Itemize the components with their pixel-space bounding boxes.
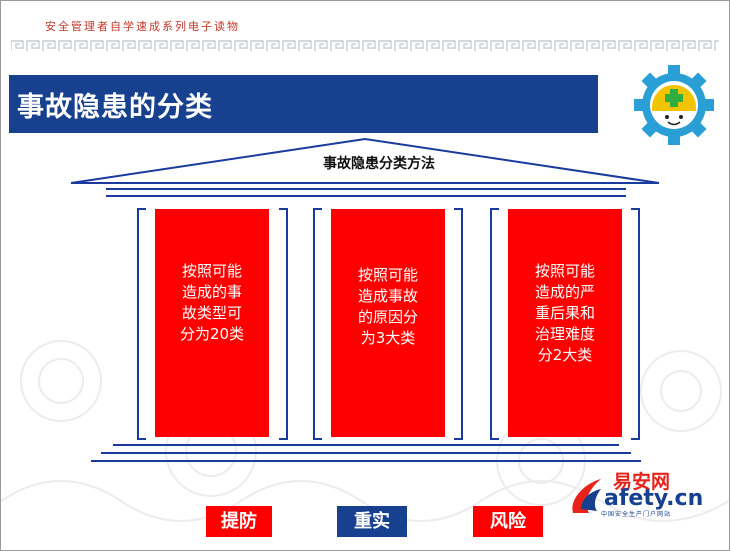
- pillar-accident-cause: 按照可能造成事故的原因分为3大类: [331, 209, 445, 437]
- pillar-text: 按照可能造成的严重后果和治理难度分2大类: [534, 262, 595, 364]
- bottom-label-risk: 风险: [473, 506, 543, 537]
- pillar-text: 按照可能造成的事故类型可分为20类: [179, 262, 245, 343]
- title-bar: 事故隐患的分类: [9, 75, 598, 133]
- bottom-label-emphasis: 重实: [337, 506, 407, 537]
- pillar-accident-type: 按照可能造成的事故类型可分为20类: [155, 209, 269, 437]
- fret-pattern-band: [11, 39, 719, 53]
- pillar-severity: 按照可能造成的严重后果和治理难度分2大类: [508, 209, 622, 437]
- brand-tagline: 中国安全生产门户网站: [601, 511, 672, 518]
- pillar-text: 按照可能造成事故的原因分为3大类: [357, 266, 418, 347]
- safety-mascot-logo-icon: [634, 65, 714, 145]
- safety-cn-logo-icon: [572, 479, 601, 513]
- brand-name-en: afety.cn: [604, 486, 704, 511]
- series-header-text: 安全管理者自学速成系列电子读物: [45, 20, 240, 33]
- slide-title: 事故隐患的分类: [17, 92, 213, 123]
- brand-name-cn: 易安网: [613, 471, 671, 493]
- bottom-label-prevention: 提防: [206, 506, 272, 537]
- pediment-label: 事故隐患分类方法: [323, 156, 435, 172]
